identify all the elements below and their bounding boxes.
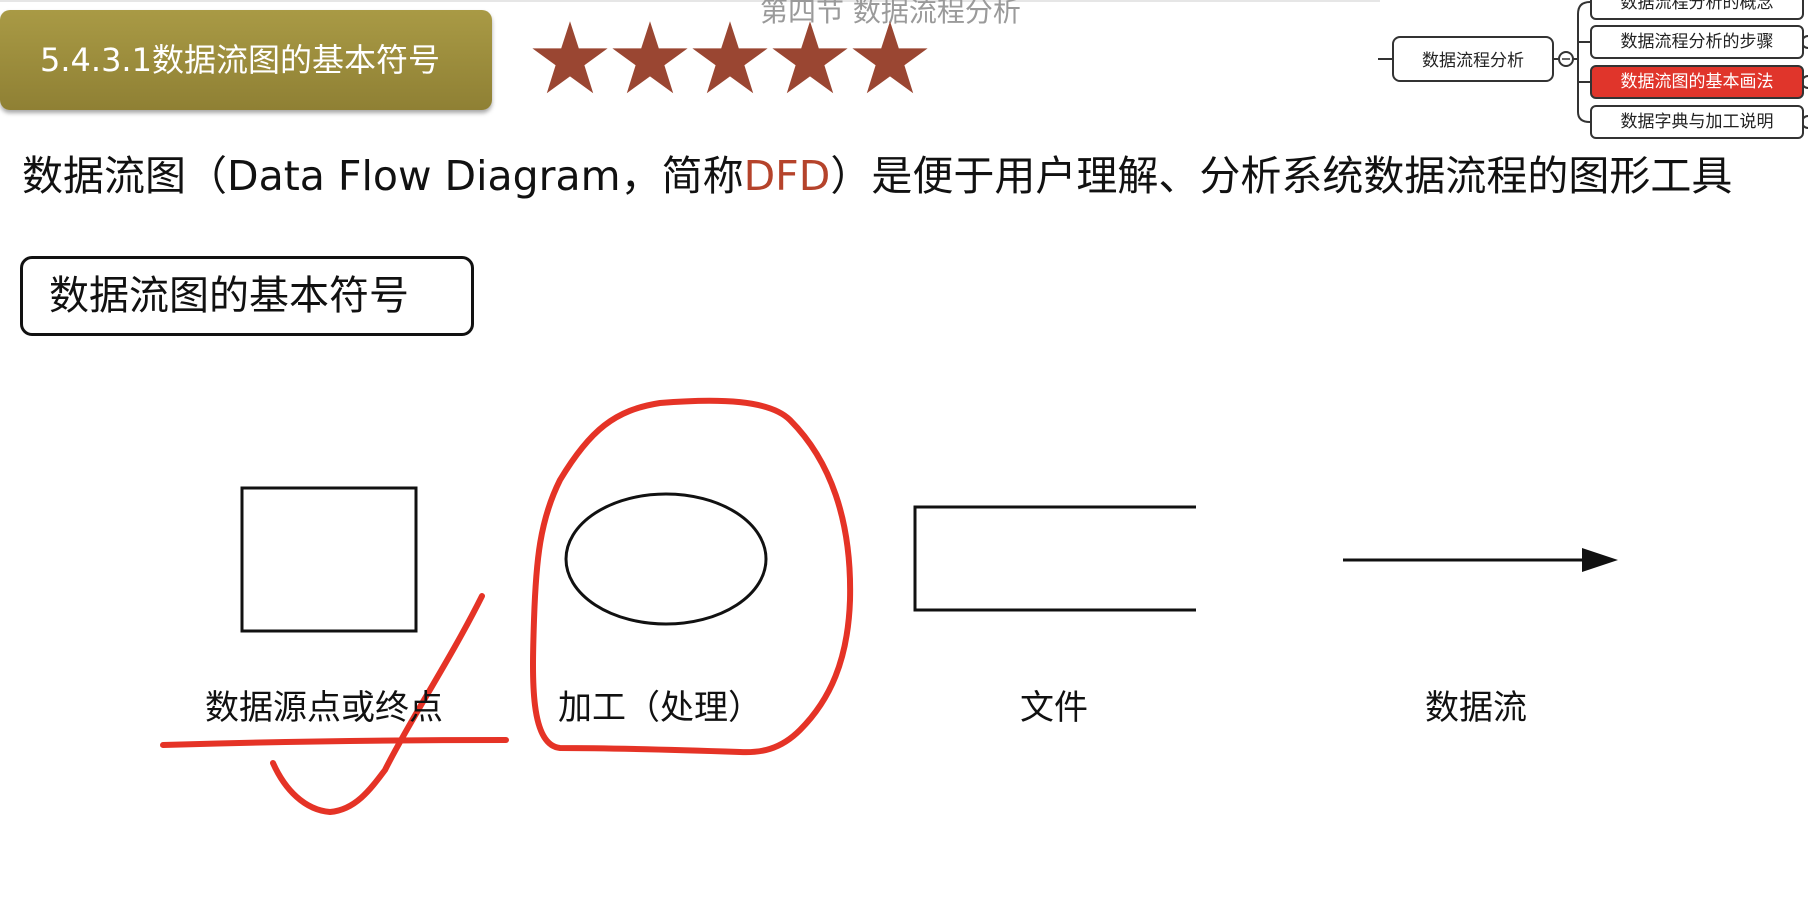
star-icon <box>530 18 610 98</box>
check-mark <box>270 593 485 815</box>
top-divider <box>0 0 1380 2</box>
mindmap-node-steps[interactable]: 数据流程分析的步骤 <box>1590 25 1804 59</box>
mindmap-root[interactable]: 数据流程分析 <box>1392 36 1554 82</box>
star-icon <box>770 18 850 98</box>
intro-prefix: 数据流图（Data Flow Diagram，简称 <box>22 152 744 200</box>
mindmap-node-concept[interactable]: 数据流程分析的概念 <box>1590 0 1804 20</box>
subheading-box: 数据流图的基本符号 <box>20 256 474 336</box>
star-icon <box>610 18 690 98</box>
red-annotation <box>160 397 854 815</box>
intro-sentence: 数据流图（Data Flow Diagram，简称DFD）是便于用户理解、分析系… <box>22 142 1732 202</box>
label-data-flow: 数据流 <box>1425 688 1527 728</box>
star-icon <box>690 18 770 98</box>
intro-suffix: ）是便于用户理解、分析系统数据流程的图形工具 <box>830 152 1733 200</box>
label-file: 文件 <box>1020 688 1088 728</box>
circle-mark <box>530 397 854 756</box>
label-source-sink: 数据源点或终点 <box>205 688 443 728</box>
star-rating <box>530 18 930 108</box>
source-sink-symbol <box>240 486 418 633</box>
mindmap-node-basic-drawing[interactable]: 数据流图的基本画法 <box>1590 65 1804 99</box>
file-symbol <box>913 505 1196 612</box>
mindmap-node-dictionary[interactable]: 数据字典与加工说明 <box>1590 105 1804 139</box>
star-icon <box>850 18 930 98</box>
label-process: 加工（处理） <box>558 688 762 728</box>
intro-highlight: DFD <box>743 152 831 200</box>
section-badge: 5.4.3.1数据流图的基本符号 <box>0 10 492 110</box>
process-symbol <box>564 492 768 626</box>
underline-mark <box>160 737 509 748</box>
